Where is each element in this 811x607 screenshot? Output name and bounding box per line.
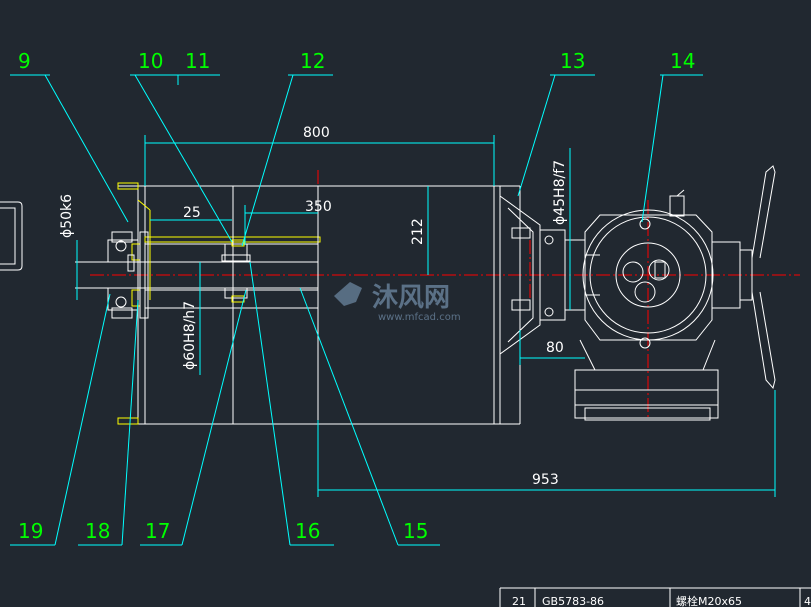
callout-9: 9: [18, 49, 31, 73]
dimension-lines: [76, 135, 776, 497]
left-coupling: [100, 231, 149, 319]
callout-16: 16: [295, 519, 320, 543]
callout-labels: 9 10 11 12 13 14 15 16 17 18 19: [18, 49, 695, 543]
parts-table: 21 GB5783-86 螺栓M20x65 4: [499, 587, 811, 607]
parts-row-std: GB5783-86: [542, 595, 604, 607]
callout-11: 11: [185, 49, 210, 73]
flange: [499, 195, 586, 355]
mid-bearing: [221, 239, 251, 303]
callout-19: 19: [18, 519, 43, 543]
watermark-url: www.mfcad.com: [378, 312, 461, 323]
dim-phi50: ϕ50k6: [59, 194, 75, 238]
watermark-brand: 沐风网: [372, 283, 450, 313]
parts-row-qty: 4: [804, 595, 811, 607]
dim-80: 80: [546, 340, 564, 356]
callout-10: 10: [138, 49, 163, 73]
dim-350: 350: [305, 199, 332, 215]
actuator: [574, 165, 776, 421]
dim-phi45: ϕ45H8/f7: [552, 160, 568, 225]
callout-13: 13: [560, 49, 585, 73]
dim-212: 212: [410, 218, 426, 245]
dim-25: 25: [183, 205, 201, 221]
parts-row-name: 螺栓M20x65: [676, 594, 742, 607]
callout-12: 12: [300, 49, 325, 73]
dim-953: 953: [532, 472, 559, 488]
callout-15: 15: [403, 519, 428, 543]
watermark-logo-icon: [334, 282, 362, 306]
edge-fragment: [0, 201, 23, 271]
dim-800: 800: [303, 125, 330, 141]
parts-row-no: 21: [512, 595, 526, 607]
dim-phi60: ϕ60H8/h7: [182, 301, 198, 370]
watermark: 沐风网 www.mfcad.com: [334, 282, 461, 323]
housing: [75, 182, 521, 425]
callout-17: 17: [145, 519, 170, 543]
callout-18: 18: [85, 519, 110, 543]
dimension-labels: 800 25 350 212 ϕ50k6 ϕ60H8/h7 ϕ45H8/f7 8…: [59, 125, 568, 488]
callout-14: 14: [670, 49, 695, 73]
leader-lines: [10, 74, 703, 546]
